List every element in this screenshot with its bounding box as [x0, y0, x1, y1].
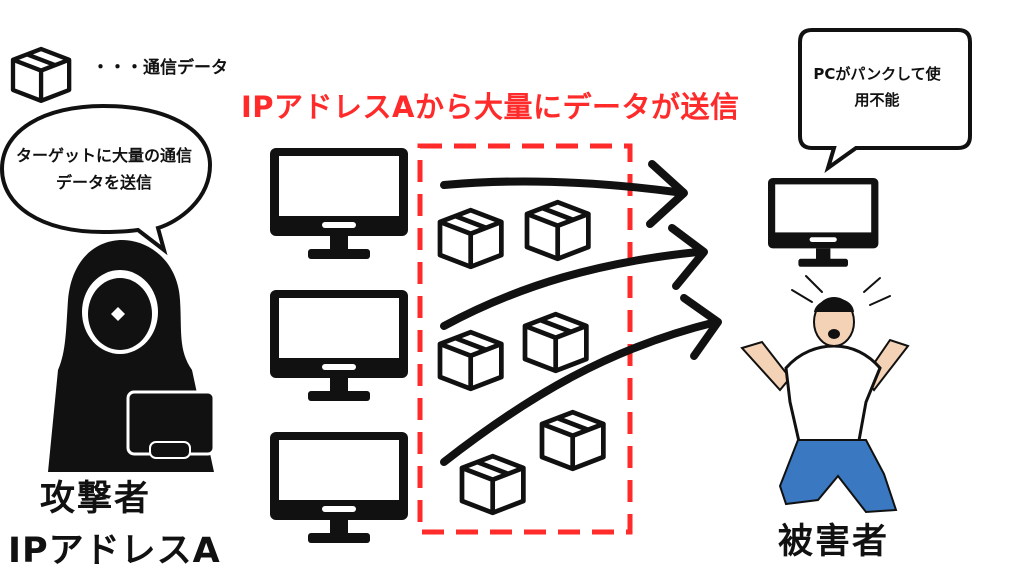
packet-box	[440, 332, 501, 389]
packet-box	[525, 314, 586, 371]
flow-arrow-2	[440, 248, 702, 330]
victim-monitor	[768, 178, 879, 267]
victim-label: 被害者	[778, 522, 890, 562]
headline: IPアドレスAから大量にデータが送信	[241, 90, 740, 124]
packet-box	[462, 456, 523, 513]
sender-monitor-3	[270, 432, 408, 543]
flow-arrow-1	[440, 177, 680, 196]
packet-box	[542, 412, 603, 469]
victim-speech-bubble	[798, 28, 972, 174]
attacker-figure	[48, 240, 216, 472]
victim-speech-text: PCがパンクして使用不能	[813, 65, 941, 109]
data-flood-frame	[417, 143, 633, 535]
attacker-speech-text: ターゲットに大量の通信データを送信	[16, 146, 193, 192]
flow-arrow-3	[440, 318, 720, 466]
attacker-label: 攻撃者	[40, 479, 152, 519]
victim-figure	[740, 297, 910, 514]
packet-box	[440, 210, 501, 267]
packet-box	[527, 202, 588, 259]
legend-label: ・・・通信データ	[92, 58, 228, 78]
flow-arrows	[440, 160, 722, 466]
stress-lines	[791, 275, 891, 306]
sender-monitor-2	[270, 290, 408, 401]
attacker-speech-bubble	[0, 103, 213, 256]
box-icon	[13, 49, 69, 101]
sender-monitor-1	[270, 148, 408, 259]
attacker-ip-label: IPアドレスA	[8, 531, 221, 571]
